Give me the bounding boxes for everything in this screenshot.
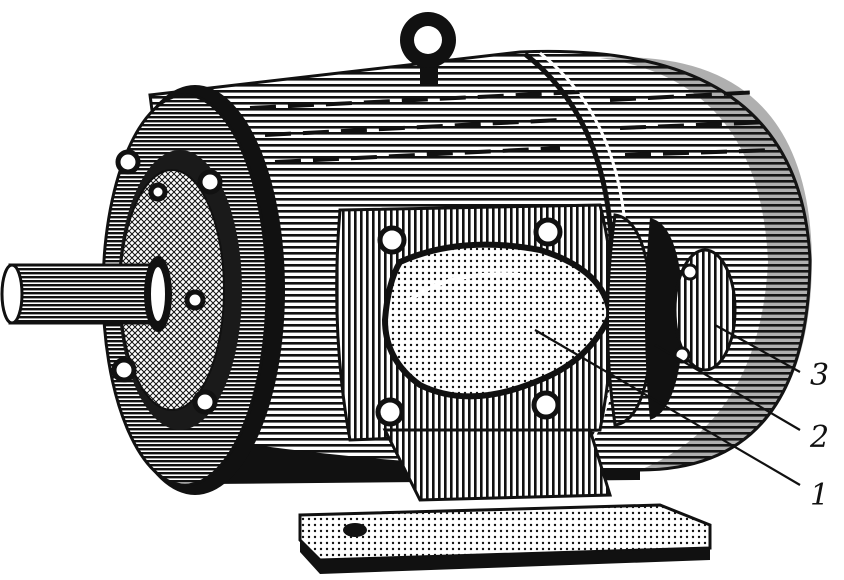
callout-label-1: 1 — [810, 478, 829, 513]
housing-dash-lines — [249, 90, 776, 164]
leader-1 — [534, 329, 801, 486]
shield-bolts — [111, 149, 223, 415]
rear-cap — [673, 248, 737, 372]
callout-label-3: 3 — [810, 358, 829, 393]
callout-label-2: 2 — [809, 420, 829, 455]
leader-3 — [714, 324, 801, 373]
shaft — [0, 256, 172, 332]
lifting-eye — [400, 12, 456, 84]
mounting-foot — [298, 428, 712, 574]
terminal-box — [335, 203, 614, 442]
end-shield — [101, 85, 285, 495]
leader-lines — [534, 324, 801, 486]
rear-ring — [606, 213, 684, 427]
leader-2 — [654, 344, 801, 431]
